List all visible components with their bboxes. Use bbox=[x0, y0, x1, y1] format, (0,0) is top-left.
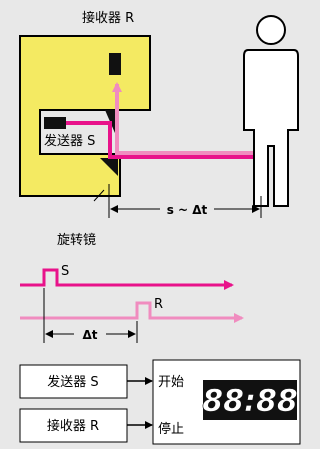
pulse-s-line bbox=[20, 268, 234, 290]
seven-segment-display-icon: 88:88 bbox=[202, 380, 298, 420]
receiver-top-label: 接收器 R bbox=[82, 10, 134, 26]
rotating-mirror-label: 旋转镜 bbox=[57, 233, 96, 248]
sender-block bbox=[19, 364, 128, 399]
outgoing-beam bbox=[66, 121, 266, 162]
sender-sensor bbox=[44, 117, 66, 129]
sender-block-label: 发送器 S bbox=[47, 374, 98, 390]
sender-inner-label: 发送器 S bbox=[44, 133, 95, 149]
pulse-r-label: R bbox=[154, 297, 163, 312]
pulse-s-label: S bbox=[61, 264, 69, 279]
mirror-leader bbox=[93, 189, 105, 202]
receiver-block-label: 接收器 R bbox=[47, 418, 99, 434]
receiver-sensor bbox=[109, 53, 121, 75]
person-icon bbox=[243, 15, 299, 207]
rotating-mirror-lower bbox=[100, 158, 118, 176]
return-beam bbox=[112, 82, 264, 155]
display-digits: 88:88 bbox=[202, 384, 298, 419]
timer-start-label: 开始 bbox=[158, 375, 184, 390]
distance-label: s ~ Δt bbox=[167, 203, 208, 217]
pulse-r-line bbox=[20, 301, 244, 323]
timer-stop-label: 停止 bbox=[158, 421, 184, 437]
delta-t-label: Δt bbox=[82, 328, 97, 342]
device-housing bbox=[19, 35, 151, 197]
